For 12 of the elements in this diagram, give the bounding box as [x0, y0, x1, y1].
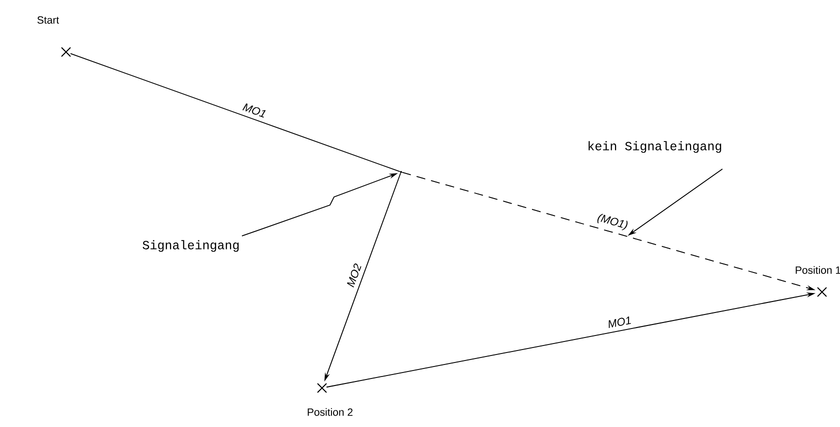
callout-text: kein Signaleingang — [588, 141, 722, 153]
position-mark — [817, 286, 827, 297]
edge-label: MO1 — [605, 314, 634, 330]
edge-label: MO2 — [344, 260, 364, 290]
path-line — [70, 53, 400, 172]
edge-label: MO1 — [240, 100, 270, 120]
position-mark — [61, 47, 71, 57]
edge-label: (MO1) — [594, 211, 631, 234]
position-label: Position 2 — [308, 408, 352, 416]
position-mark — [317, 382, 327, 393]
position-label: Start — [37, 16, 60, 24]
callout-text: Signaleingang — [142, 240, 239, 252]
